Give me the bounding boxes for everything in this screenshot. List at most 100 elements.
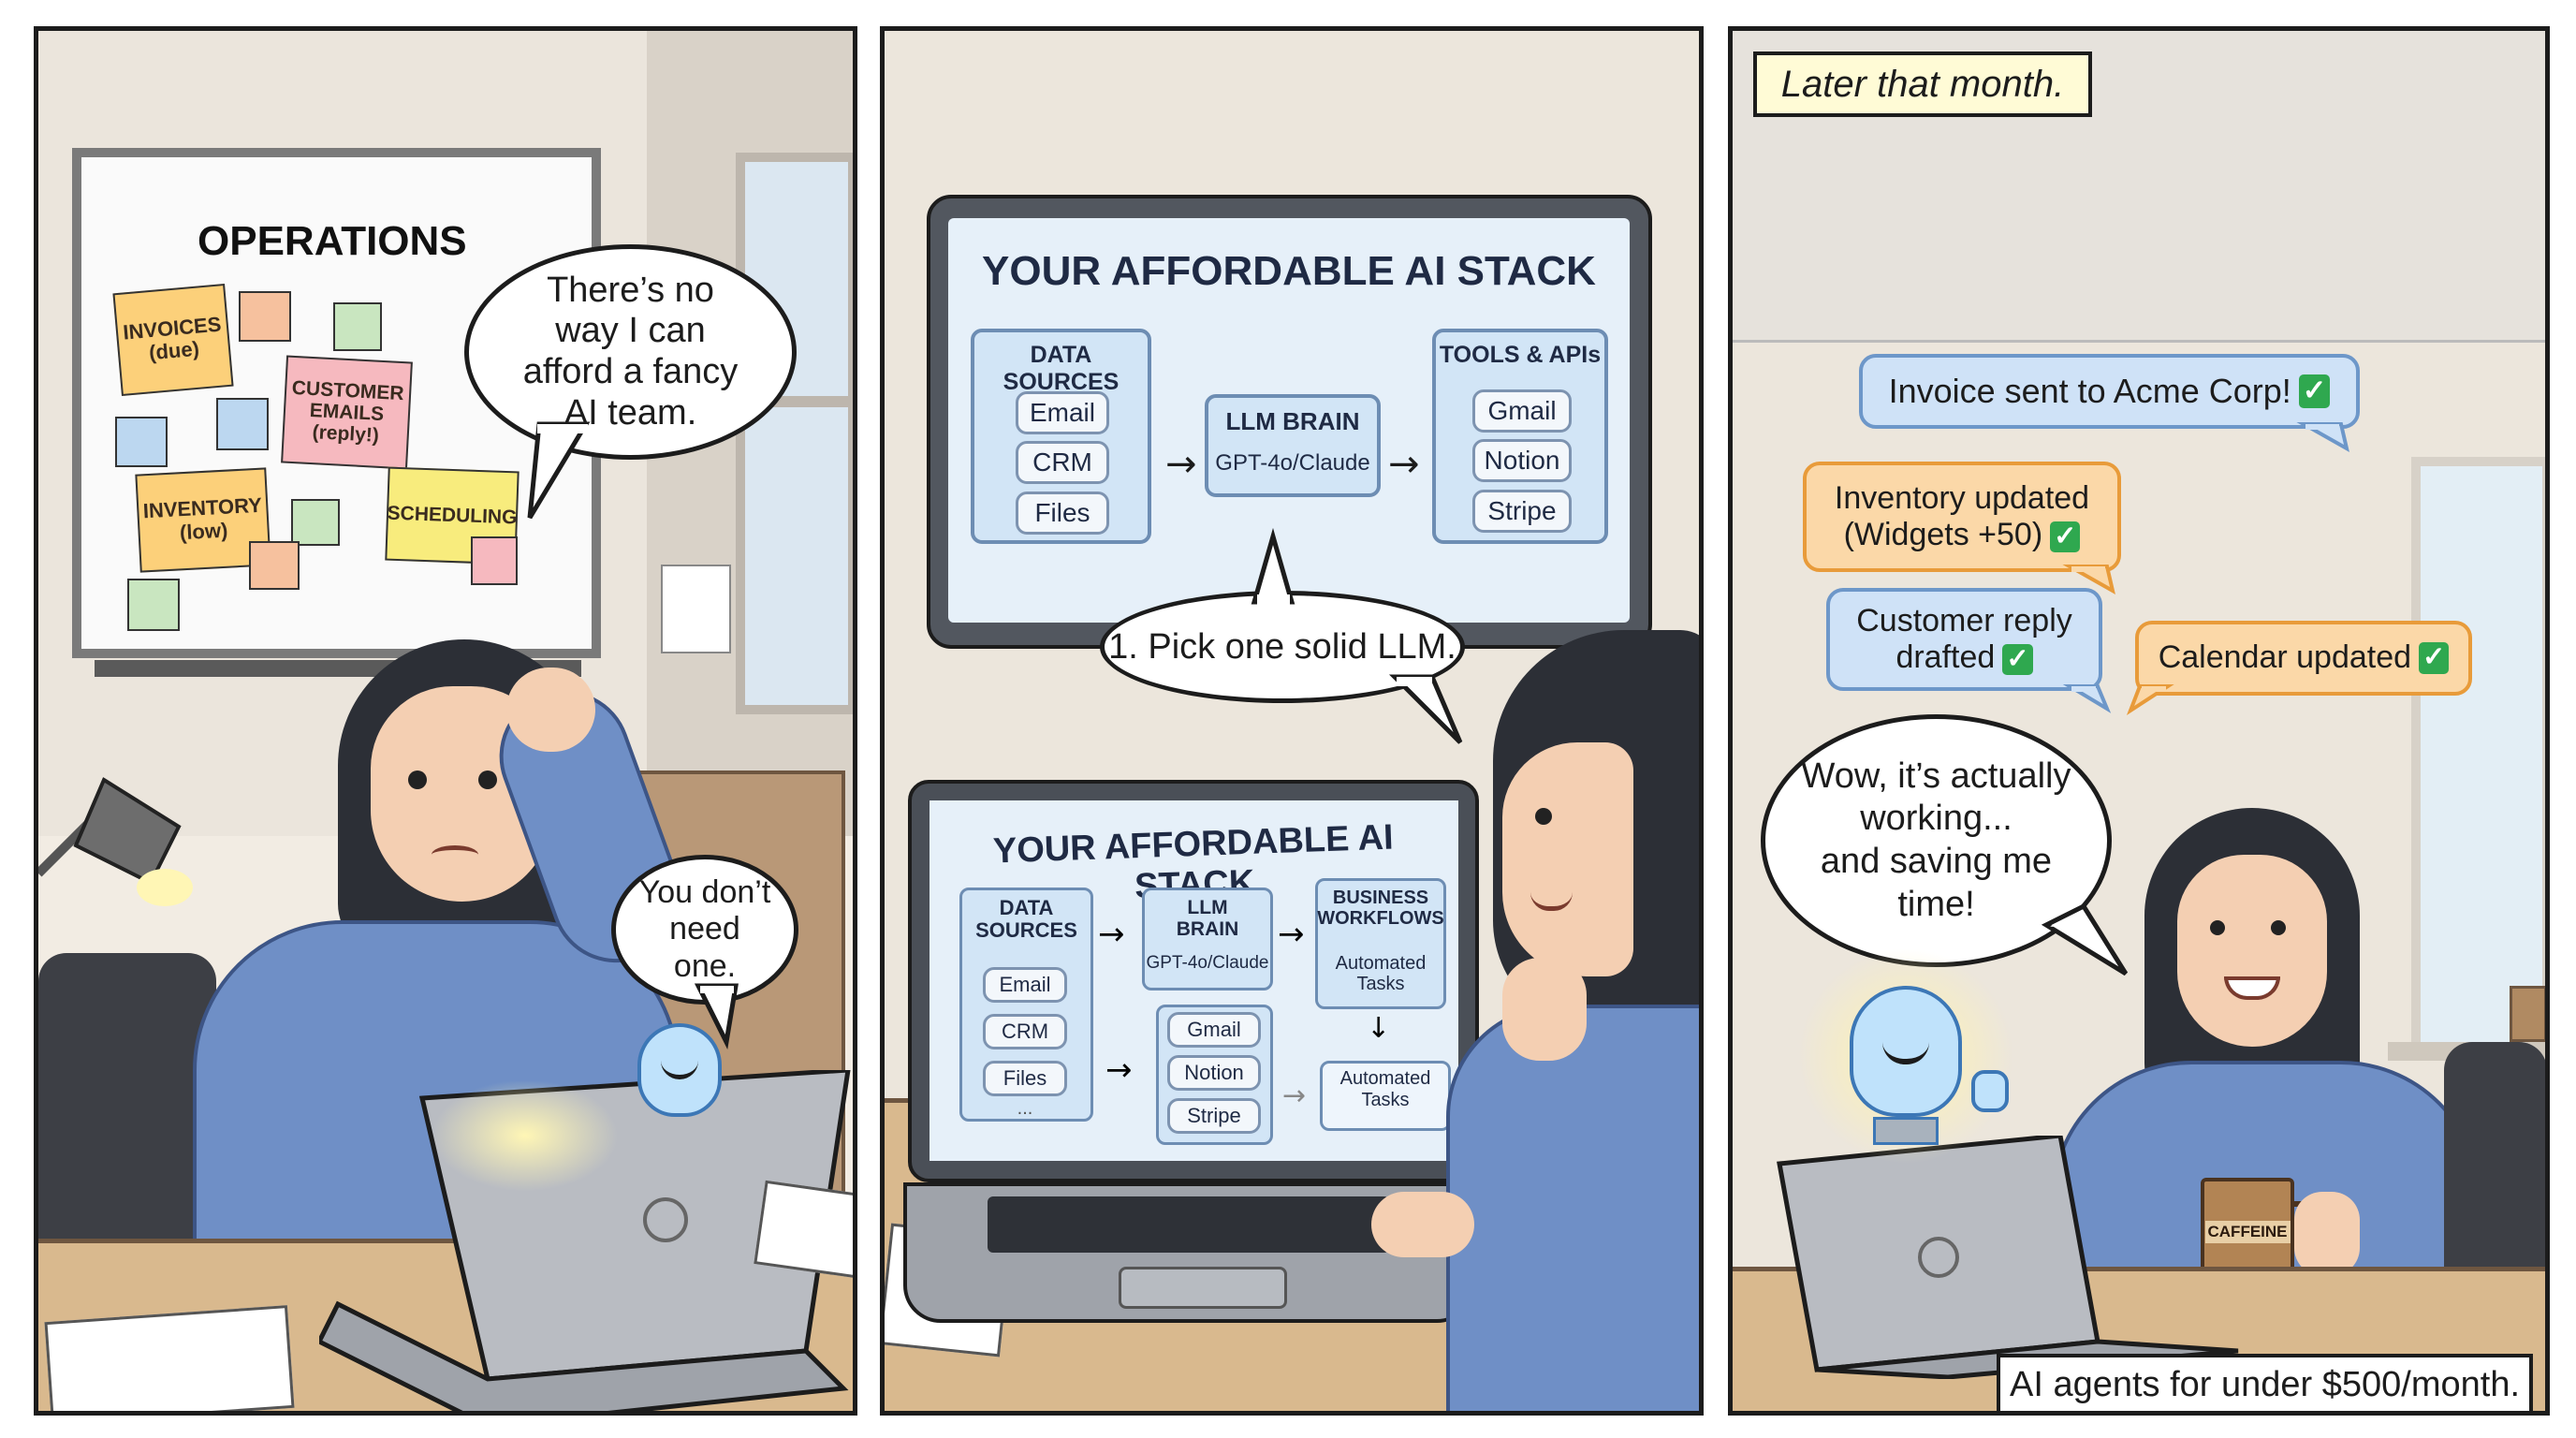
woman-mouth-frown — [432, 845, 478, 864]
notification-calendar-updated: Calendar updated✓ — [2135, 621, 2472, 696]
laptop-data-sources-title: DATA SOURCES — [975, 896, 1077, 943]
woman-hand-mug — [2294, 1192, 2360, 1276]
laptop-trackpad — [1119, 1267, 1287, 1309]
notification-tail — [2296, 422, 2349, 452]
sticky-note-small-5 — [291, 499, 340, 546]
woman-face — [2177, 855, 2327, 1047]
laptop-llm-subtitle: GPT-4o/Claude — [1146, 953, 1269, 973]
desk-papers — [44, 1305, 295, 1411]
check-icon: ✓ — [2419, 642, 2450, 674]
laptop-arrow-3: → — [1105, 1051, 1133, 1089]
woman-hand-keyboard — [1371, 1192, 1474, 1257]
laptop-arrow-2: → — [1278, 916, 1305, 953]
sticky-note-small-8 — [471, 536, 518, 585]
notification-tail — [2126, 684, 2174, 716]
window — [736, 153, 853, 714]
woman-smile — [1530, 892, 1573, 911]
paper-pinned — [661, 565, 731, 653]
notification-tail — [2062, 684, 2112, 713]
llm-speech-bubble-tail-bottom — [1388, 674, 1463, 744]
ai-mascot-smile — [1882, 1042, 1929, 1064]
laptop-arrow-down: ↓ — [1367, 1012, 1391, 1045]
sticky-note-small-4 — [216, 398, 269, 450]
thought-bubble-tail — [527, 421, 591, 520]
laptop-arrow-1: → — [1098, 916, 1125, 953]
laptop-glow — [432, 1079, 619, 1192]
woman-eye — [1535, 808, 1552, 825]
laptop-item-stripe: Stripe — [1167, 1098, 1261, 1134]
laptop-workflows-sub: Automated Tasks — [1335, 953, 1427, 994]
monitor-item-stripe: Stripe — [1472, 490, 1572, 533]
monitor-title: YOUR AFFORDABLE AI STACK — [982, 248, 1596, 294]
monitor-item-email: Email — [1016, 391, 1109, 434]
laptop-item-gmail: Gmail — [1167, 1012, 1261, 1048]
thought-bubble: There’s no way I can afford a fancy AI t… — [464, 244, 797, 460]
laptop-item-email: Email — [983, 967, 1067, 1003]
laptop-item-notion: Notion — [1167, 1055, 1261, 1091]
laptop-llm-title: LLM BRAIN — [1176, 897, 1239, 941]
check-icon: ✓ — [2050, 521, 2081, 553]
ai-mascot-thumbs-up — [1971, 1070, 2009, 1112]
laptop-item-crm: CRM — [983, 1014, 1067, 1049]
sticky-note-small-1 — [239, 291, 291, 342]
sticky-note-small-3 — [115, 417, 168, 467]
laptop-arrow-4: → — [1282, 1079, 1307, 1112]
sticky-note-small-2 — [333, 302, 382, 351]
ai-mascot-smile — [661, 1061, 698, 1079]
speech-bubble-tail — [2041, 902, 2129, 976]
ai-speech-bubble: You don’t need one. — [611, 855, 798, 1005]
monitor-llm-subtitle: GPT-4o/Claude — [1215, 450, 1370, 476]
comic-panel-2: YOUR AFFORDABLE AI STACK DATA SOURCES Em… — [880, 26, 1704, 1416]
window — [2411, 457, 2545, 1056]
laptop-llm-box — [1142, 888, 1273, 990]
comic-panel-3: Later that month. Invoice sent to Acme C… — [1728, 26, 2550, 1416]
sticky-note-small-7 — [127, 579, 180, 631]
notification-inventory-updated: Inventory updated(Widgets +50)✓ — [1803, 462, 2121, 572]
notification-tail — [2062, 565, 2115, 594]
woman-eye-left — [408, 770, 427, 789]
woman-hand-chin — [1502, 958, 1587, 1061]
monitor-tools-title: TOOLS & APIs — [1439, 342, 1602, 368]
monitor-llm-title: LLM BRAIN — [1225, 407, 1360, 435]
check-icon: ✓ — [2298, 374, 2331, 408]
monitor-tools-box — [1432, 329, 1608, 544]
check-icon: ✓ — [2002, 644, 2033, 676]
desk-lamp — [38, 777, 193, 906]
woman-eye-right — [2271, 920, 2286, 935]
monitor-item-notion: Notion — [1472, 439, 1572, 482]
laptop-item-more: ... — [1017, 1098, 1033, 1119]
woman-shirt — [1446, 1005, 1699, 1411]
footer-caption: AI agents for under $500/month. — [1997, 1354, 2533, 1411]
sticky-note-small-6 — [249, 541, 300, 590]
woman-eye-right — [478, 770, 497, 789]
laptop-workflows-box — [1315, 878, 1446, 1009]
laptop-workflows-title: BUSINESS WORKFLOWS — [1317, 888, 1444, 929]
woman-hand-head — [506, 668, 595, 752]
mug-label: CAFFEINE — [2204, 1220, 2291, 1243]
llm-speech-bubble-tail-top — [1251, 527, 1295, 606]
laptop-item-files: Files — [983, 1061, 1067, 1096]
monitor-arrow-2: → — [1388, 443, 1420, 486]
desk-papers-2 — [754, 1180, 853, 1279]
monitor-arrow-1: → — [1165, 443, 1197, 486]
board-title: OPERATIONS — [198, 218, 467, 264]
laptop-output-text: Automated Tasks — [1339, 1068, 1431, 1110]
ai-speech-bubble-tail — [694, 983, 739, 1049]
woman-eye-left — [2210, 920, 2225, 935]
office-chair — [38, 953, 216, 1271]
monitor-data-sources-title: DATA SOURCES — [1003, 342, 1120, 395]
notification-invoice-sent: Invoice sent to Acme Corp!✓ — [1859, 354, 2360, 429]
monitor-item-gmail: Gmail — [1472, 389, 1572, 433]
monitor-item-files: Files — [1016, 492, 1109, 535]
plant-pot — [2510, 986, 2545, 1042]
sticky-note-invoices: INVOICES(due) — [112, 283, 234, 397]
woman-face — [1502, 742, 1633, 976]
monitor-item-crm: CRM — [1016, 441, 1109, 484]
ai-mascot-base — [1873, 1117, 1939, 1145]
laptop-keys — [988, 1196, 1390, 1253]
caption-box: Later that month. — [1753, 51, 2092, 117]
monitor-llm-box — [1205, 394, 1381, 497]
